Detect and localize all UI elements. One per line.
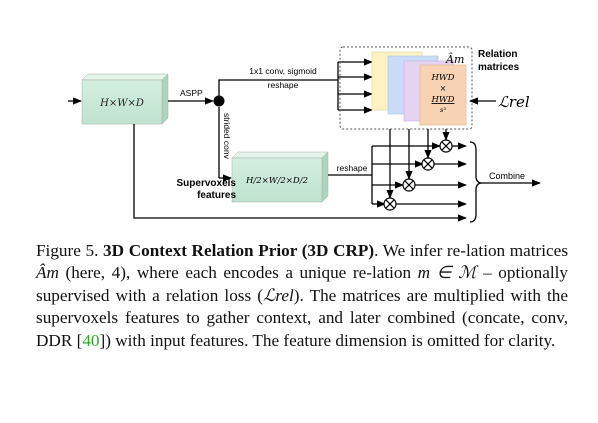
supervoxel-block-label: H/2×W/2×D/2 xyxy=(245,176,308,186)
strided-conv-label: strided conv xyxy=(222,113,232,160)
supervoxels-label-2: features xyxy=(197,190,236,201)
caption-title: 3D Context Relation Prior (3D CRP) xyxy=(103,241,375,260)
multiplier-2 xyxy=(421,157,435,171)
multiplier-3 xyxy=(402,178,416,192)
caption-text-5: ]) with input features. The feature dime… xyxy=(99,330,556,350)
relation-matrices-stack: HWD × HWD s³ xyxy=(371,51,467,126)
relation-matrices-label-1: Relation xyxy=(478,49,517,60)
supervoxels-label-1: Supervoxels xyxy=(177,178,237,189)
relation-matrices-box xyxy=(339,46,473,130)
matrix-text-3: HWD xyxy=(431,95,455,105)
figure-number: Figure 5. xyxy=(36,241,99,260)
input-block: H×W×D xyxy=(81,73,169,125)
skip-connection xyxy=(133,124,467,222)
caption-loss: ℒrel xyxy=(262,285,294,305)
combine-label: Combine xyxy=(489,171,525,181)
conv-label-1: 1x1 conv, sigmoid xyxy=(249,66,317,76)
caption-text-3: – optionally supervised with a relation … xyxy=(36,263,569,305)
caption-math-m: m ∈ ℳ xyxy=(417,263,477,283)
conv-label-2: reshape xyxy=(268,80,299,90)
supervoxel-block: H/2×W/2×D/2 xyxy=(231,151,329,203)
input-block-label: H×W×D xyxy=(99,98,144,109)
matrix-text-1: HWD xyxy=(431,73,455,83)
caption-text-4: ). The matrices are multiplied with the … xyxy=(36,285,568,350)
aspp-label: ASPP xyxy=(180,88,203,98)
reshape-label: reshape xyxy=(337,163,368,173)
relation-matrices-label-2: matrices xyxy=(478,62,520,73)
caption-text-1: . We infer re-lation matrices xyxy=(374,241,569,260)
citation-link[interactable]: 40 xyxy=(82,330,100,350)
multiplier-4 xyxy=(383,197,397,211)
conv-path xyxy=(218,79,338,101)
figure-caption: Figure 5. 3D Context Relation Prior (3D … xyxy=(36,240,568,352)
multiplier-1 xyxy=(439,139,453,153)
relation-matrix-symbol: Âm xyxy=(445,52,464,66)
caption-text-2: (here, 4), where each encodes a unique r… xyxy=(58,263,418,283)
combine-brace xyxy=(469,141,483,223)
loss-label: ℒrel xyxy=(498,93,530,111)
crp-diagram: H×W×D ASPP 1x1 conv, sigmoid reshape HWD… xyxy=(68,46,541,223)
matrix-text-4: s³ xyxy=(440,106,446,114)
caption-symbol-a: Âm xyxy=(36,263,59,283)
matrix-text-2: × xyxy=(440,84,447,93)
